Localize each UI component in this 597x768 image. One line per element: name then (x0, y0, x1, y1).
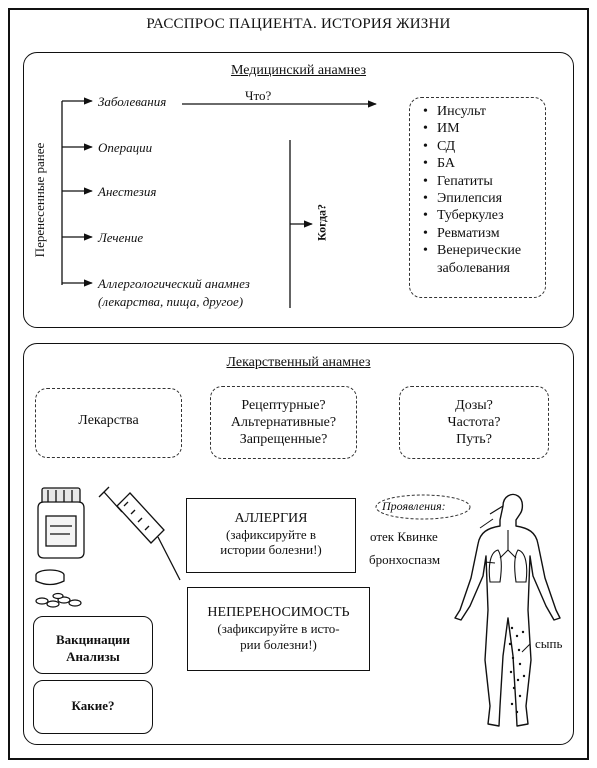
disease-mi: ИМ (423, 120, 521, 138)
drugs-box (35, 388, 182, 458)
drug-type-prescription: Рецептурные? (241, 398, 326, 413)
intolerance-sub-1: (зафиксируйте в исто- (217, 621, 340, 636)
disease-tuberculosis: Туберкулез (423, 207, 521, 225)
intolerance-title: НЕПЕРЕНОСИМОСТЬ (207, 605, 350, 620)
intolerance-sub-2: рии болезни!) (240, 637, 317, 652)
disease-diabetes: СД (423, 138, 521, 156)
drug-type-alternative: Альтернативные? (230, 415, 337, 430)
quincke-label: отек Квинке (370, 529, 438, 544)
dosage-frequency: Частота? (447, 415, 501, 430)
page-title: РАССПРОС ПАЦИЕНТА. ИСТОРИЯ ЖИЗНИ (146, 16, 451, 32)
vaccination-box: Вакцинации Анализы (33, 616, 153, 674)
syringe-icon (98, 486, 181, 581)
dosage-dose: Дозы? (455, 398, 493, 413)
medical-history-heading: Медицинский анамнез (230, 63, 367, 78)
pills-icon (35, 592, 82, 608)
drugs-label: Лекарства (78, 413, 139, 428)
drug-type-prohibited: Запрещенные? (239, 432, 328, 447)
rash-dots (508, 626, 526, 714)
which-label: Какие? (71, 698, 115, 713)
intolerance-box: НЕПЕРЕНОСИМОСТЬ (зафиксируйте в исто- ри… (187, 587, 370, 671)
dosage-lines: Дозы? Частота? Путь? (399, 397, 549, 448)
allergy-title: АЛЛЕРГИЯ (234, 511, 308, 526)
disease-epilepsy: Эпилепсия (423, 190, 521, 208)
lungs-icon (488, 530, 528, 583)
disease-stroke: Инсульт (423, 103, 521, 121)
allergy-sub-1: (зафиксируйте в (226, 527, 316, 542)
item-allergy-history: Аллергологический анамнез (98, 276, 250, 291)
disease-asthma: БА (423, 155, 521, 173)
allergy-sub-2: истории болезни!) (220, 542, 322, 557)
drug-history-heading: Лекарственный анамнез (226, 355, 371, 370)
drug-type-lines: Рецептурные? Альтернативные? Запрещенные… (210, 397, 357, 448)
page-frame (8, 8, 589, 760)
diseases-box (409, 97, 546, 298)
lid-icon (35, 569, 65, 586)
item-diseases: Заболевания (98, 94, 167, 109)
vaccination-label: Вакцинации (55, 632, 131, 647)
item-operations: Операции (98, 140, 153, 155)
medical-history-panel (23, 52, 574, 328)
dosage-route: Путь? (456, 432, 492, 447)
disease-venereal: Венерические (423, 242, 521, 260)
bronchospasm-label: бронхоспазм (369, 552, 441, 567)
drug-history-panel (23, 343, 574, 745)
item-allergy-details: (лекарства, пища, другое) (98, 294, 244, 309)
manifest-label: Проявления: (382, 499, 446, 513)
allergy-box: АЛЛЕРГИЯ (зафиксируйте в истории болезни… (186, 498, 356, 573)
disease-hepatitis: Гепатиты (423, 173, 521, 191)
manifest-bubble (375, 494, 471, 520)
annotation-lines (479, 518, 531, 653)
human-figure-icon (454, 493, 561, 727)
disease-rheumatism: Ревматизм (423, 225, 521, 243)
tests-label: Анализы (66, 649, 120, 664)
diseases-list: Инсульт ИМ СД БА Гепатиты Эпилепсия Тубе… (423, 103, 521, 277)
rash-label: сыпь (535, 636, 563, 651)
item-treatment: Лечение (98, 230, 144, 245)
dosage-box (399, 386, 549, 459)
which-box: Какие? (33, 680, 153, 734)
disease-venereal-cont: заболевания (437, 260, 510, 276)
drug-type-box (210, 386, 357, 459)
what-label: Что? (245, 88, 272, 103)
bottle-icon (37, 487, 85, 559)
item-anesthesia: Анестезия (98, 184, 157, 199)
